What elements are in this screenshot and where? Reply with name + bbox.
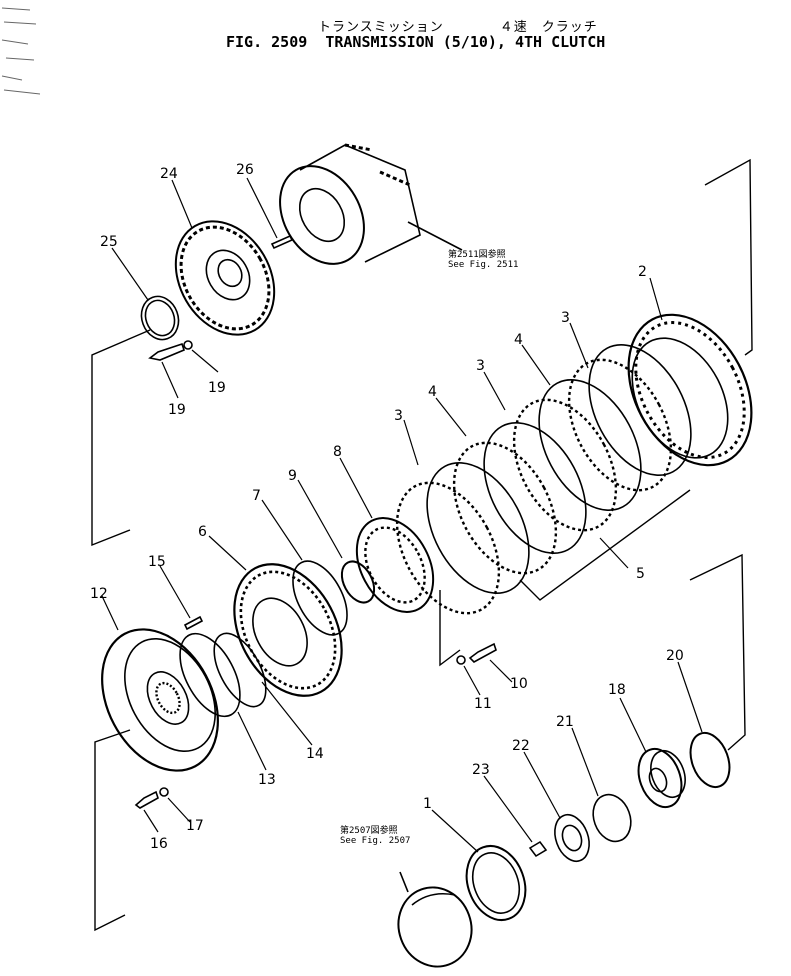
scan-marks [1,7,41,95]
callout-3: 3 [394,408,403,424]
bolt-25 [148,342,185,361]
figure-title: FIG. 2509 TRANSMISSION (5/10), 4TH CLUTC… [226,33,606,51]
reference-note-2511: 第2511図参照 See Fig. 2511 [448,250,518,270]
callout-5: 5 [636,566,645,582]
seal-ring-9 [340,560,376,604]
bearing-1 [465,845,527,921]
callout-2: 2 [638,264,647,280]
callout-19: 20 [666,648,684,664]
callout-7: 7 [252,488,261,504]
callout-12: 12 [90,586,108,602]
callout-1: 1 [423,796,432,812]
gear-hub-22 [174,220,276,336]
frame-lines [91,158,753,932]
o-ring-13 [179,632,241,718]
clutch-plates [395,344,692,615]
bolt-21 [528,840,548,858]
snap-ring-19b [689,731,731,789]
callout-8: 8 [333,444,342,460]
reference-note-jp: 第2511図参照 [448,250,506,260]
callout-24: 26 [236,162,254,178]
bolt-10 [468,642,497,663]
callout-labels: 24 26 25 19 19 2 3 4 3 4 3 5 8 9 7 6 15 … [90,162,684,852]
callout-4: 4 [428,384,437,400]
callout-15: 15 [148,554,166,570]
reference-note-2507: 第2507図参照 See Fig. 2507 [340,826,410,846]
lock-plate-20 [554,813,590,863]
callout-25: 19 [168,402,186,418]
reference-note-en: See Fig. 2511 [448,260,519,270]
callout-20: 22 [512,738,530,754]
piston-8 [355,517,435,613]
callout-17: 17 [186,818,204,834]
sleeve-18 [637,747,686,809]
callout-19: 21 [556,714,574,730]
snap-ring-19a [592,793,632,843]
callout-9: 9 [288,468,297,484]
callout-18: 18 [608,682,626,698]
cover-cap [397,871,473,968]
callout-13: 13 [258,772,276,788]
o-ring-14 [213,632,267,708]
callout-23: 25 [100,234,118,250]
pin-15 [183,615,204,631]
washer-26 [183,340,193,350]
flange-12 [101,628,219,772]
callout-22: 24 [160,166,178,182]
snap-ring-23 [140,295,180,341]
callout-16: 16 [150,836,168,852]
bolt-16 [134,790,159,809]
callout-26: 19 [208,380,226,396]
callout-6: 6 [198,524,207,540]
callout-21: 23 [472,762,490,778]
washer-17 [159,787,169,797]
gear-housing-6 [233,563,343,697]
callout-10: 10 [510,676,528,692]
washer-11 [456,655,466,665]
callout-3: 3 [561,310,570,326]
clutch-drum [279,143,463,265]
seal-ring-7 [292,560,348,636]
gear-ring-2 [627,313,753,467]
callout-4: 4 [514,332,523,348]
reference-note-jp: 第2507図参照 [340,826,398,836]
callout-3: 3 [476,358,485,374]
callout-14: 14 [306,746,324,762]
figure-title-japanese: トランスミッション ４速 クラッチ [318,20,598,35]
leader-lines [101,177,703,853]
reference-note-en: See Fig. 2507 [340,836,411,846]
callout-11: 11 [474,696,492,712]
pin-24 [270,234,294,250]
